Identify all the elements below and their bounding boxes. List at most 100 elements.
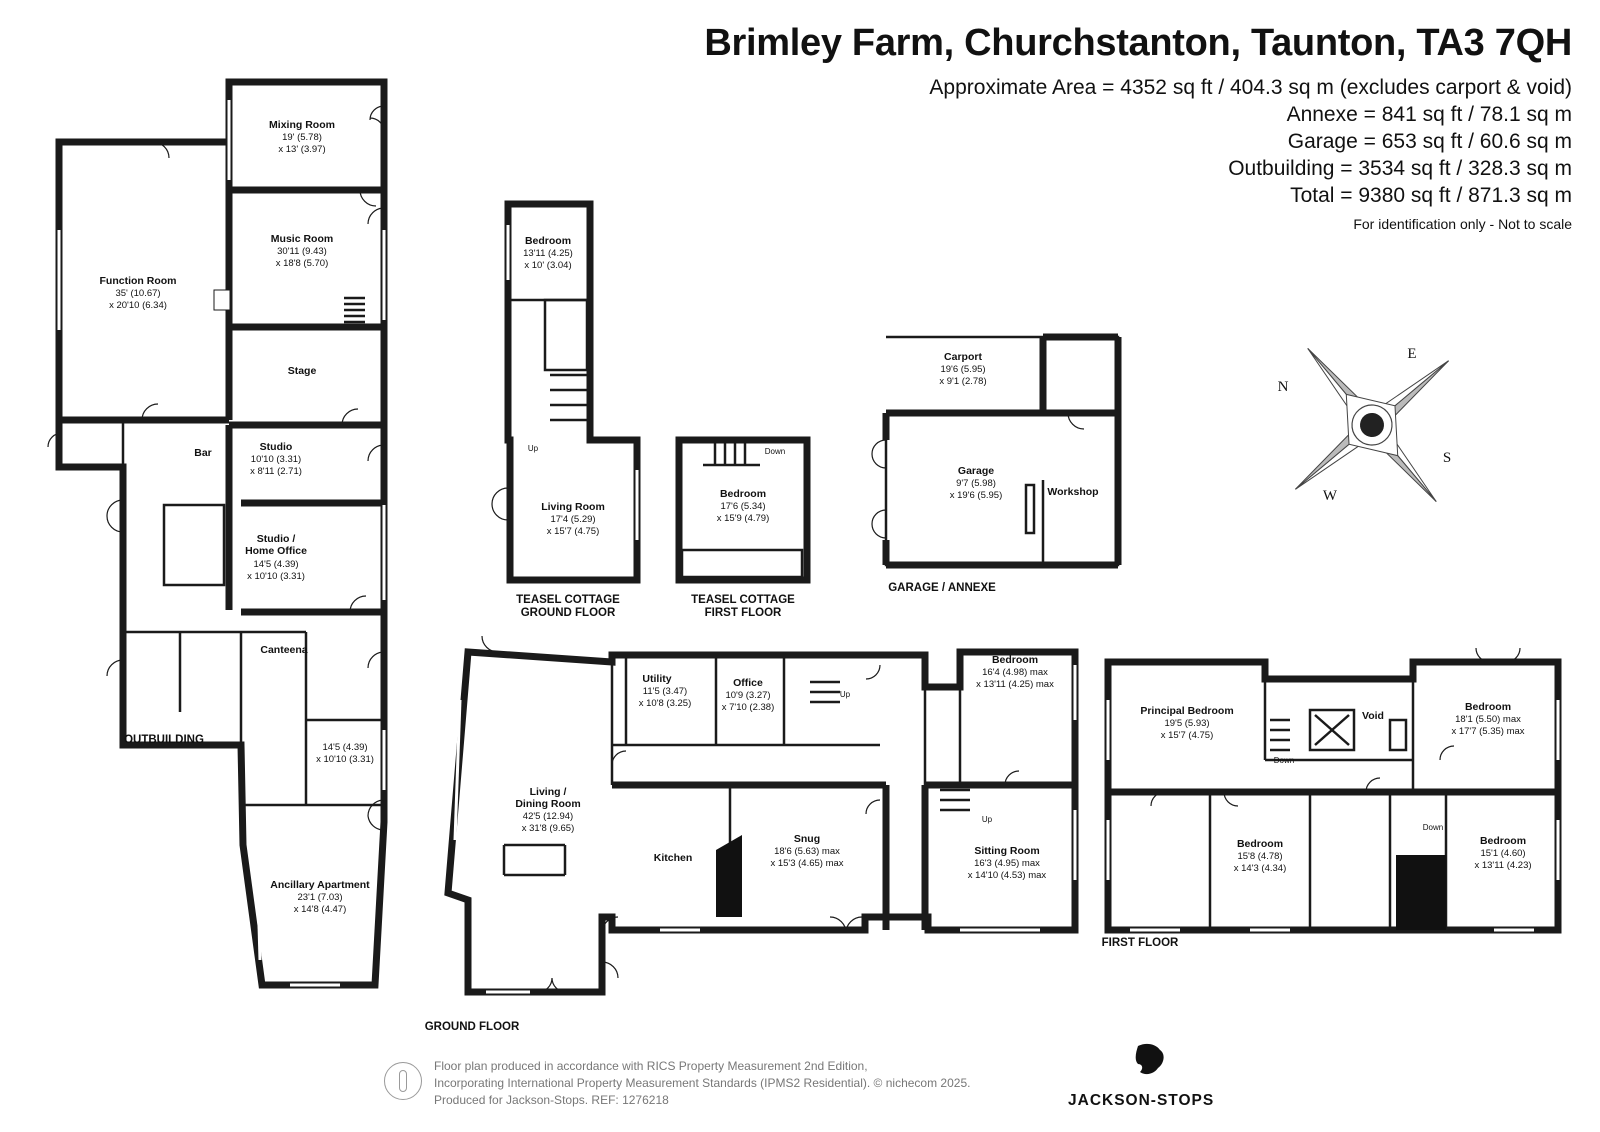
compass-icon [1295,348,1449,502]
footer-notes: Floor plan produced in accordance with R… [434,1058,970,1109]
ff-bedroom-se-dim2: x 13'11 (4.23) [1474,860,1531,871]
mixing-room-name: Mixing Room [269,119,335,131]
tc-living-dim1: 17'4 (5.29) [550,514,595,525]
office-dim1: 10'9 (3.27) [725,690,770,701]
tc-first-label1: TEASEL COTTAGE [691,594,795,606]
ff-bedroom-ne-dim1: 18'1 (5.50) max [1455,714,1521,725]
ground-floor-label: GROUND FLOOR [425,1021,520,1033]
tc-stairs-up: Up [528,444,539,453]
tc-living-name: Living Room [541,501,605,513]
ff-bedroom-se-dim1: 15'1 (4.60) [1480,848,1525,859]
garage-area: Garage = 653 sq ft / 60.6 sq m [1287,130,1572,153]
tc-bedroom-dim1: 13'11 (4.25) [523,248,573,259]
ff-stairs-down: Down [1274,756,1294,765]
ff-stairs-down-2: Down [1423,823,1443,832]
tc-ground-label1: TEASEL COTTAGE [516,594,620,606]
ff-bedroom-mid-name: Bedroom [1237,838,1283,850]
principal-bedroom-dim1: 19'5 (5.93) [1164,718,1209,729]
principal-bedroom-dim2: x 15'7 (4.75) [1161,730,1214,741]
living-dining-dim2: x 31'8 (9.65) [522,823,575,834]
tc-ground-label2: GROUND FLOOR [521,607,616,619]
bar-name: Bar [194,447,212,459]
gf-stairs-up: Up [840,690,851,699]
carport-dim2: x 9'1 (2.78) [939,376,986,387]
garage-dim2: x 19'6 (5.95) [950,490,1003,501]
principal-bedroom-name: Principal Bedroom [1140,705,1233,717]
compass-n: N [1278,379,1289,395]
sitting-room-dim2: x 14'10 (4.53) max [968,870,1047,881]
stage-name: Stage [288,365,317,377]
living-dining-dim1: 42'5 (12.94) [523,811,573,822]
mixing-room-dim1: 19' (5.78) [282,132,322,143]
utility-name: Utility [642,673,671,685]
function-room-dim2: x 20'10 (6.34) [109,300,167,311]
function-room-name: Function Room [100,275,177,287]
utility-dim1: 11'5 (3.47) [643,686,687,697]
tc-first-bedroom-dim1: 17'6 (5.34) [720,501,765,512]
total-area: Total = 9380 sq ft / 871.3 sq m [1290,184,1572,207]
studio-office-name1: Studio / [257,533,296,545]
ancillary-apartment-dim1: 23'1 (7.03) [297,892,342,903]
music-room-dim2: x 18'8 (5.70) [276,258,329,269]
ff-bedroom-se-name: Bedroom [1480,835,1526,847]
living-dining-name1: Living / [530,786,567,798]
studio-office-name2: Home Office [245,545,307,557]
ancillary-apartment-dim2: x 14'8 (4.47) [294,904,347,915]
tc-first-label2: FIRST FLOOR [705,607,782,619]
studio-dim2: x 8'11 (2.71) [250,466,302,477]
snug-dim1: 18'6 (5.63) max [774,846,840,857]
tc-first-stairs-down: Down [765,447,785,456]
teasel-cottage-first-floor: Down Bedroom 17'6 (5.34) x 15'9 (4.79) T… [675,436,811,619]
void-name: Void [1362,710,1384,722]
annexe-area: Annexe = 841 sq ft / 78.1 sq m [1286,103,1572,126]
tc-first-bedroom-dim2: x 15'9 (4.79) [717,513,770,524]
compass-e: E [1407,346,1416,362]
studio-office-dim2: x 10'10 (3.31) [247,571,305,582]
carport-dim1: 19'6 (5.95) [940,364,985,375]
snug-name: Snug [794,833,820,845]
utility-dim2: x 10'8 (3.25) [639,698,692,709]
garage-annexe-label: GARAGE / ANNEXE [888,582,996,594]
mixing-room-dim2: x 13' (3.97) [278,144,325,155]
garage-dim1: 9'7 (5.98) [956,478,996,489]
gf-bedroom-name: Bedroom [992,654,1038,666]
tc-first-bedroom-name: Bedroom [720,488,766,500]
canteena-name: Canteena [260,644,307,656]
function-room-dim1: 35' (10.67) [115,288,160,299]
carport-name: Carport [944,351,982,363]
sitting-room-dim1: 16'3 (4.95) max [974,858,1040,869]
approximate-area: Approximate Area = 4352 sq ft / 404.3 sq… [929,76,1572,99]
outbuilding-plan: Mixing Room 19' (5.78) x 13' (3.97) Musi… [47,78,388,989]
ff-bedroom-mid-dim2: x 14'3 (4.34) [1234,863,1287,874]
ancillary-apartment-name: Ancillary Apartment [270,879,370,891]
footer-line-2: Incorporating International Property Mea… [434,1076,971,1090]
sitting-room-name: Sitting Room [974,845,1039,857]
gf-stairs-up-2: Up [982,815,993,824]
compass-w: W [1323,488,1338,504]
garage-name: Garage [958,465,994,477]
gf-bedroom-dim1: 16'4 (4.98) max [982,667,1048,678]
tc-bedroom-dim2: x 10' (3.04) [524,260,571,271]
outbuilding-room-dim2: x 10'10 (3.31) [316,754,374,765]
ground-floor-plan: Up Up Utility 11'5 (3.47) x 10'8 (3.25) … [425,635,1079,1033]
office-dim2: x 7'10 (2.38) [722,702,775,713]
office-name: Office [733,677,763,689]
garage-annexe-plan: Carport 19'6 (5.95) x 9'1 (2.78) Garage … [871,333,1122,594]
snug-dim2: x 15'3 (4.65) max [770,858,843,869]
first-floor-plan: Down Down Principal Bedroom 19'5 (5.93) … [1102,647,1562,949]
scale-note: For identification only - Not to scale [1353,216,1572,232]
person-icon [384,1062,422,1100]
ff-bedroom-mid-dim1: 15'8 (4.78) [1237,851,1282,862]
studio-office-dim1: 14'5 (4.39) [253,559,298,570]
ff-bedroom-ne-name: Bedroom [1465,701,1511,713]
footer-line-3: Produced for Jackson-Stops. REF: 1276218 [434,1093,669,1107]
studio-name: Studio [260,441,293,453]
workshop-name: Workshop [1047,486,1098,498]
living-dining-name2: Dining Room [515,798,580,810]
jackson-stops-logo-icon [1135,1043,1164,1075]
kitchen-name: Kitchen [654,852,693,864]
ff-bedroom-ne-dim2: x 17'7 (5.35) max [1451,726,1524,737]
teasel-cottage-ground-floor: Up Bedroom 13'11 (4.25) x 10' (3.04) Liv… [491,200,641,619]
gf-bedroom-dim2: x 13'11 (4.25) max [976,679,1054,690]
